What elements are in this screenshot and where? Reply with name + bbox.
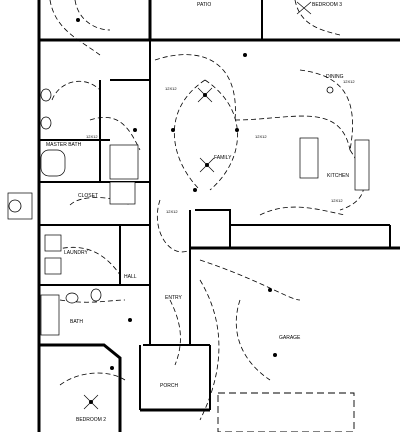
fixture-size-kitchen: 12X12: [331, 198, 343, 203]
fixtures: [7, 88, 370, 336]
light-fixture-icons: [76, 18, 334, 370]
room-label-family: FAMILY: [214, 155, 232, 161]
room-label-entry: ENTRY: [165, 295, 183, 301]
room-label-bedroom3: BEDROOM 3: [312, 2, 342, 8]
room-label-garage: GARAGE: [279, 335, 301, 341]
fixture-size-family-a: 12X12: [165, 86, 177, 91]
room-label-hall: HALL: [124, 274, 137, 280]
garage-parking-outline: [217, 392, 355, 432]
fan-icon: [83, 394, 99, 410]
fan-icon: [199, 157, 215, 173]
room-label-patio: PATIO: [197, 2, 211, 8]
room-label-dining: DINING: [326, 74, 344, 80]
fixture-size-master-bath: 12X12: [86, 134, 98, 139]
fixture-size-hall: 12X12: [166, 209, 178, 214]
fan-icon: [197, 87, 213, 103]
fixture-size-dining: 12X12: [343, 79, 355, 84]
fan-icon: [296, 1, 312, 15]
room-label-laundry: LAUNDRY: [64, 250, 88, 256]
room-label-closet: CLOSET: [78, 193, 98, 199]
ceiling-fan-icons: [83, 1, 312, 410]
fixture-size-family-b: 12X12: [255, 134, 267, 139]
room-label-bedroom2: BEDROOM 2: [76, 417, 106, 423]
room-label-porch: PORCH: [160, 383, 178, 389]
room-label-master-bath: MASTER BATH: [46, 142, 82, 148]
exterior-walls: [37, 0, 400, 432]
room-label-bath: BATH: [70, 319, 83, 325]
interior-walls: [39, 0, 391, 410]
room-label-kitchen: KITCHEN: [327, 173, 349, 179]
